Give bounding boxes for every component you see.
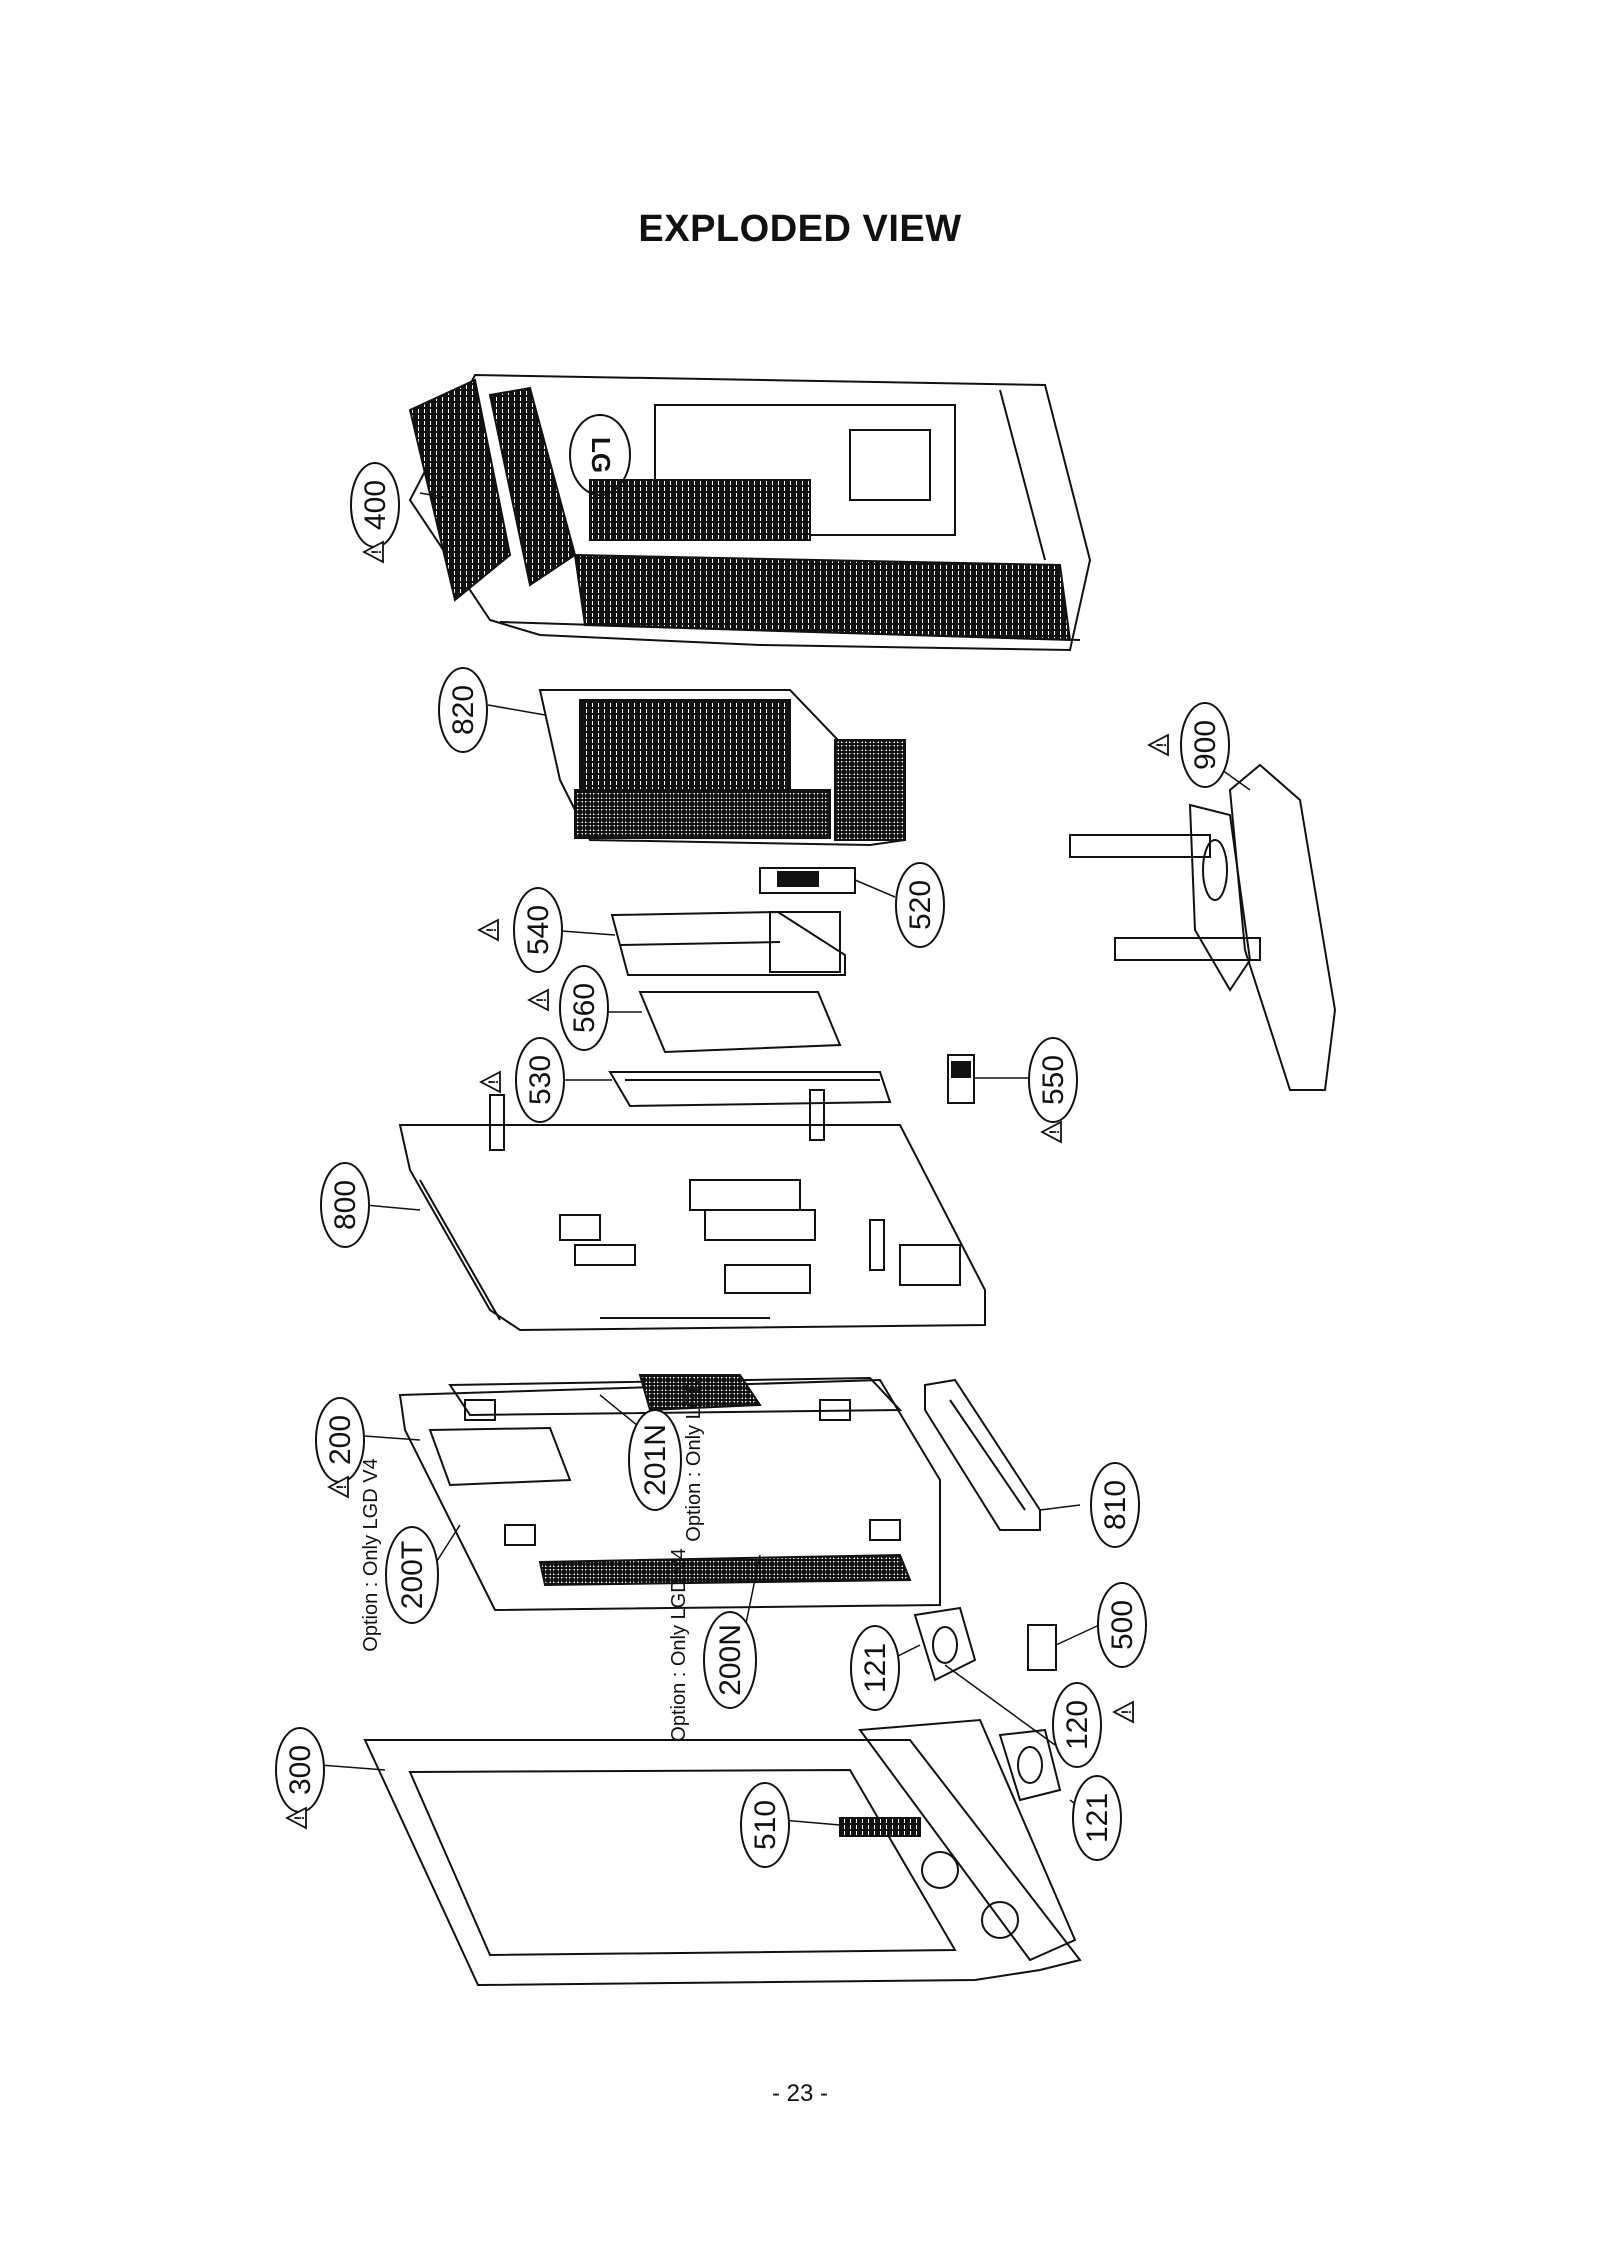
- callout-900-label: 900: [1189, 720, 1222, 770]
- callout-200-label: 200: [324, 1415, 357, 1465]
- warning-icon: !: [327, 1475, 349, 1499]
- part-200-lcd-module: [398, 1374, 941, 1612]
- callout-800-ellipse: [320, 1162, 370, 1248]
- lg-logo: LG: [586, 437, 616, 473]
- svg-text:!: !: [1118, 1710, 1134, 1715]
- part-500: [1027, 1624, 1057, 1671]
- callout-540-ellipse: [513, 887, 563, 973]
- svg-text:!: !: [368, 550, 384, 555]
- page-number: - 23 -: [771, 2080, 828, 2107]
- callout-510-ellipse: [740, 1782, 790, 1868]
- warning-icon: !: [477, 918, 499, 942]
- part-900-stand: [1069, 763, 1337, 1091]
- part-121-speaker-upper: [913, 1606, 977, 1682]
- callout-121a-label: 121: [859, 1643, 892, 1693]
- part-540-board: [610, 910, 846, 976]
- warning-icon: !: [1040, 1120, 1062, 1144]
- callout-300-label: 300: [284, 1745, 317, 1795]
- part-820-shield-cover: [538, 689, 906, 847]
- callout-800-label: 800: [329, 1180, 362, 1230]
- callout-500-ellipse: [1097, 1582, 1147, 1668]
- svg-text:!: !: [483, 928, 499, 933]
- warning-icon: !: [285, 1806, 307, 1830]
- callout-ellipses: [275, 462, 1230, 1868]
- callout-201N-label: 201N: [639, 1424, 672, 1496]
- warning-icon: !: [1112, 1700, 1134, 1724]
- callout-810-ellipse: [1090, 1462, 1140, 1548]
- part-400-back-cover: [408, 373, 1092, 652]
- part-530-insulator: [608, 1071, 892, 1108]
- callout-500-label: 500: [1106, 1600, 1139, 1650]
- callout-540-label: 540: [522, 905, 555, 955]
- callout-520-ellipse: [895, 862, 945, 948]
- callout-200N-label: 200N: [714, 1624, 747, 1696]
- callout-200T-label: 200T: [396, 1541, 429, 1609]
- callout-200N-ellipse: [703, 1611, 757, 1709]
- callout-510-label: 510: [749, 1800, 782, 1850]
- page-title: EXPLODED VIEW: [638, 208, 962, 250]
- svg-text:!: !: [333, 1485, 349, 1490]
- warning-icon: !: [527, 988, 549, 1012]
- svg-text:!: !: [533, 998, 549, 1003]
- option-notes: Option : Only LGD V4 Option : Only LGD V…: [360, 1378, 705, 1741]
- option-note-201N: Option : Only LGD: [683, 1378, 705, 1541]
- svg-text:!: !: [1046, 1130, 1062, 1135]
- callout-120-label: 120: [1061, 1700, 1094, 1750]
- warning-icons: ! ! ! ! ! ! ! ! !: [285, 540, 1169, 1830]
- part-810: [924, 1378, 1041, 1531]
- warning-icon: !: [479, 1070, 501, 1094]
- callout-820-ellipse: [438, 667, 488, 753]
- callout-530-ellipse: [515, 1037, 565, 1123]
- part-800-chassis: [398, 1089, 986, 1332]
- part-550: [947, 1054, 975, 1104]
- warning-icon: !: [362, 540, 384, 564]
- callout-121a-ellipse: [850, 1625, 900, 1711]
- callout-560-ellipse: [559, 965, 609, 1051]
- option-note-200T: Option : Only LGD V4: [360, 1458, 382, 1651]
- callout-520-label: 520: [904, 880, 937, 930]
- warning-icon: !: [1147, 733, 1169, 757]
- callout-200T-ellipse: [385, 1526, 439, 1624]
- option-note-200N: Option : Only LGD V4: [668, 1548, 690, 1741]
- svg-text:!: !: [485, 1080, 501, 1085]
- callout-820-label: 820: [447, 685, 480, 735]
- callout-121b-ellipse: [1072, 1775, 1122, 1861]
- part-560-sheet: [638, 991, 842, 1054]
- callout-900-ellipse: [1180, 702, 1230, 788]
- callout-labels: 400 820 900 520 540 560 530 550 800 200 …: [284, 480, 1222, 1850]
- callout-810-label: 810: [1099, 1480, 1132, 1530]
- callout-201N-ellipse: [628, 1409, 682, 1511]
- callout-121b-label: 121: [1081, 1793, 1114, 1843]
- callout-560-label: 560: [568, 983, 601, 1033]
- part-520: [759, 867, 856, 894]
- callout-530-label: 530: [524, 1055, 557, 1105]
- callout-400-label: 400: [359, 480, 392, 530]
- svg-text:!: !: [1153, 743, 1169, 748]
- callout-550-ellipse: [1028, 1037, 1078, 1123]
- part-121-speaker-lower: [998, 1728, 1062, 1802]
- callout-550-label: 550: [1037, 1055, 1070, 1105]
- part-300-front-bezel: [363, 1718, 1082, 1987]
- svg-text:!: !: [291, 1816, 307, 1821]
- callout-120-ellipse: [1052, 1682, 1102, 1768]
